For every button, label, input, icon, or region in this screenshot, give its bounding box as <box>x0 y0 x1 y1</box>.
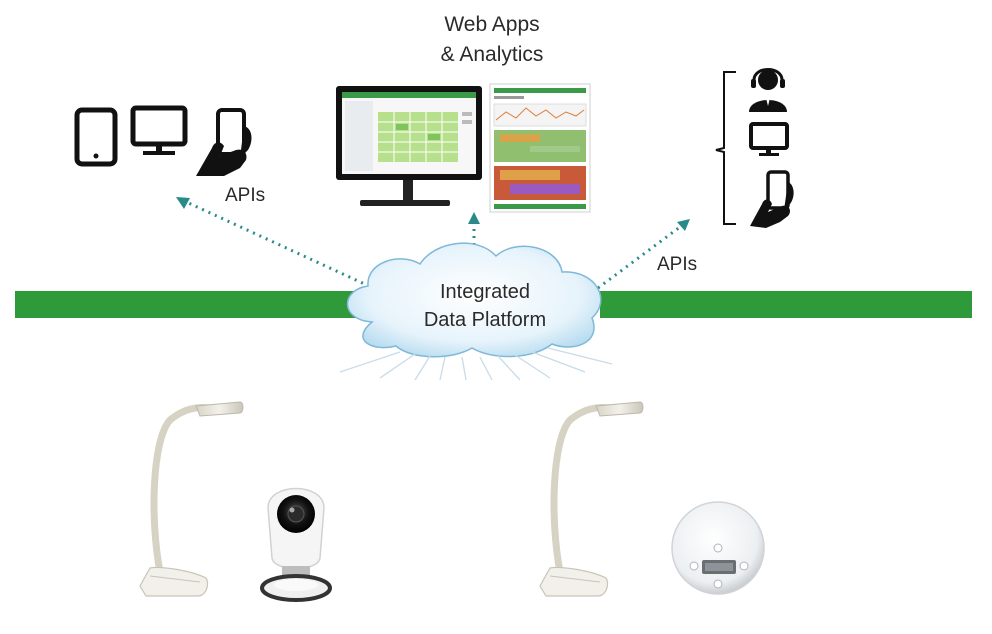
cloud-label-line2: Data Platform <box>423 309 547 331</box>
apis-label-right: APIs <box>657 254 698 275</box>
web-apps-line2: & Analytics <box>440 43 544 66</box>
arrowhead-left <box>176 197 190 209</box>
support-agent-icon <box>749 68 787 112</box>
ip-camera <box>260 487 332 602</box>
desktop-monitor <box>336 86 482 206</box>
arrow-left <box>181 198 383 294</box>
web-apps-line1: Web Apps <box>444 13 540 36</box>
web-apps-title: Web Apps & Analytics <box>412 10 572 70</box>
green-band-right <box>600 291 972 318</box>
monitor-icon <box>130 105 188 155</box>
bracket-icon <box>715 71 736 225</box>
cloud-label-line1: Integrated <box>439 281 531 303</box>
arrowhead-middle <box>468 212 480 224</box>
apis-label-left: APIs <box>225 185 266 206</box>
tablet-icon <box>74 107 118 167</box>
desk-lamp-right <box>539 401 644 597</box>
cloud-label: Integrated Data Platform <box>375 278 595 334</box>
cloud-rays <box>339 347 613 381</box>
arrowhead-right <box>677 219 690 231</box>
small-hand-phone-icon <box>750 170 794 228</box>
tablet-button <box>93 153 99 159</box>
round-speaker-device <box>671 501 765 595</box>
desk-lamp-left <box>139 401 244 597</box>
small-monitor-icon <box>749 122 789 156</box>
green-band-left <box>15 291 375 318</box>
hand-phone-icon <box>196 108 252 176</box>
cloud-shape <box>346 242 602 358</box>
report-document <box>489 83 591 213</box>
